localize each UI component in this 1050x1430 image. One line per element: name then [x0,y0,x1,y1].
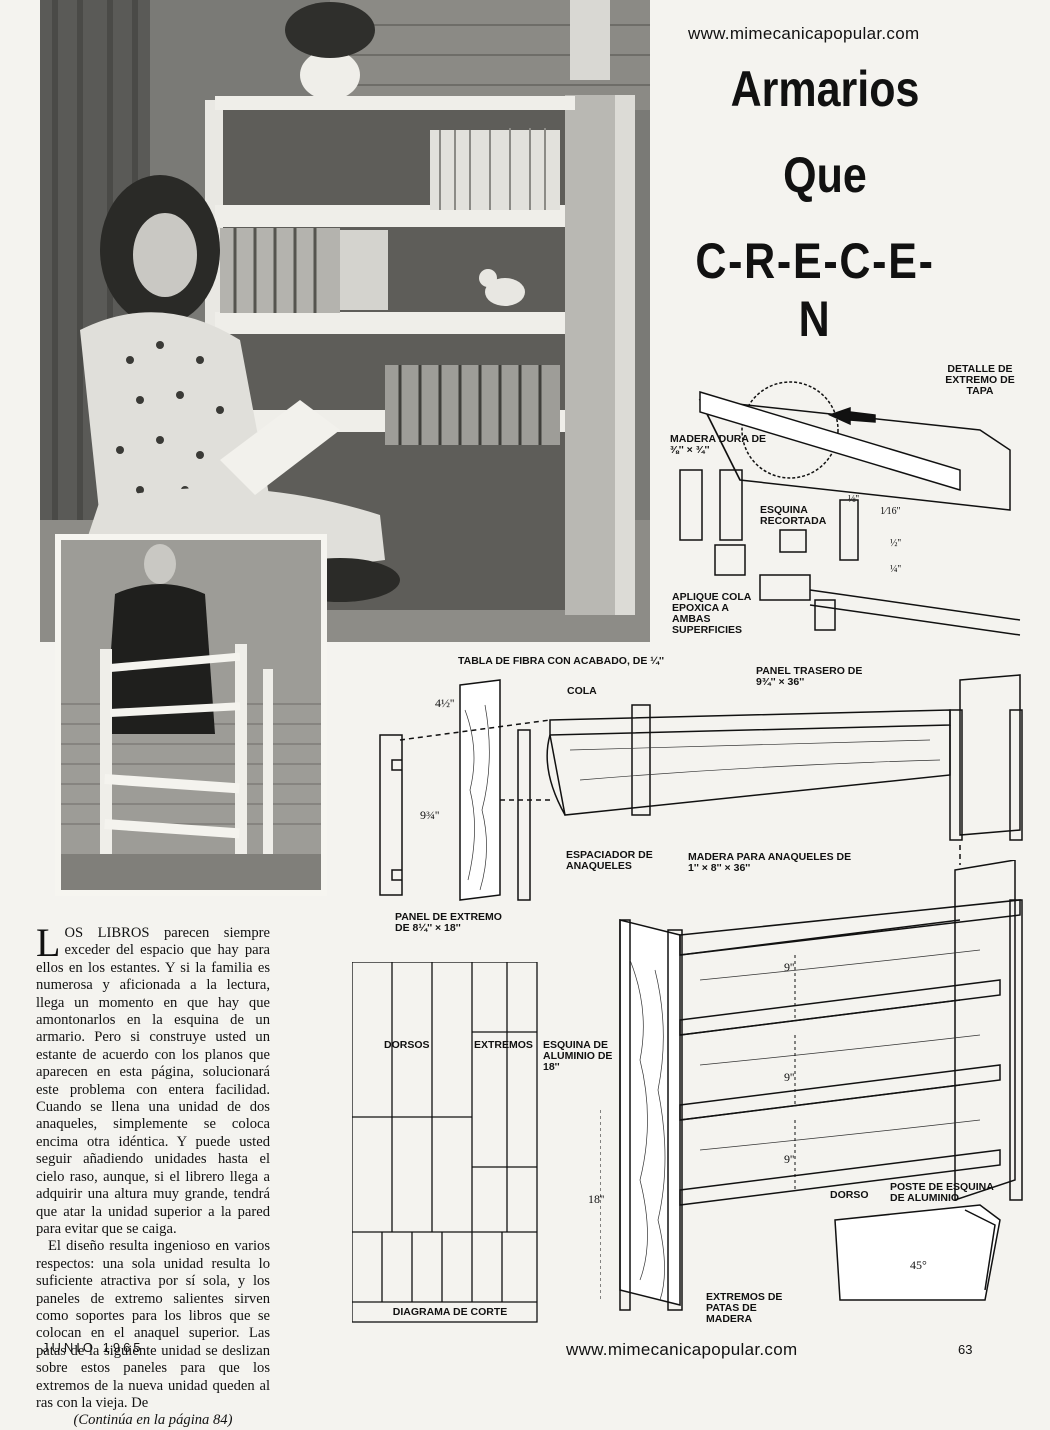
source-url-top[interactable]: www.mimecanicapopular.com [688,24,920,43]
title-line-3: C-R-E-C-E-N [695,233,935,347]
label-cola: COLA [567,685,597,697]
dim-9-3-4: 9¾'' [420,808,440,822]
title-line-2: Que [783,147,867,203]
label-espaciador: ESPACIADOR DE ANAQUELES [566,849,653,872]
title-line-1: Armarios [730,61,920,117]
label-dorsos: DORSOS [384,1039,430,1051]
bookcase-photo [40,0,650,642]
issue-date: JUNIO 1965 [42,1340,144,1355]
dim-sixteenth: 1⁄16'' [880,506,901,517]
cutting-diagram [352,962,542,1324]
dim-eighth: ⅛'' [848,494,860,505]
label-esquina-aluminio: ESQUINA DE ALUMINIO DE 18'' [543,1039,613,1073]
label-dorso: DORSO [830,1189,869,1201]
source-url-bottom[interactable]: www.mimecanicapopular.com [566,1340,798,1359]
label-panel-trasero: PANEL TRASERO DE 9¾'' × 36'' [756,665,863,688]
drop-cap: L [36,920,61,965]
exploded-assembly-drawing [370,650,1040,1020]
dim-9-middle: 9'' [784,1070,795,1084]
article-paragraph-2: El diseño resulta ingenioso en varios re… [36,1238,270,1411]
label-madera-dura: MADERA DURA DE ⅜'' × ¾'' [670,433,767,456]
page-number: 63 [958,1342,973,1357]
dim-quarter: ¼'' [890,564,902,575]
cutting-diagram-caption: DIAGRAMA DE CORTE [392,1306,508,1318]
dim-45-degrees: 45° [910,1258,927,1272]
label-aplique-cola: APLIQUE COLA EPOXICA A AMBAS SUPERFICIES [672,591,751,636]
dim-9-top: 9'' [784,960,795,974]
dim-half: ½'' [890,538,902,549]
label-poste-esquina: POSTE DE ESQUINA DE ALUMINIO [890,1181,994,1204]
label-madera-anaqueles: MADERA PARA ANAQUELES DE 1'' × 8'' × 36'… [688,851,852,874]
label-esquina-recortada: ESQUINA RECORTADA [760,504,827,527]
label-extremos-patas: EXTREMOS DE PATAS DE MADERA [706,1291,783,1325]
dim-4-half: 4½'' [435,696,455,710]
dim-9-bottom: 9'' [784,1152,795,1166]
label-tabla-fibra: TABLA DE FIBRA CON ACABADO, DE ¼'' [458,655,665,667]
dim-18: 18'' [588,1192,605,1206]
label-detalle-extremo: DETALLE DE EXTREMO DE TAPA [945,363,1015,397]
assembled-bookcase-drawing [600,860,1030,1320]
continued-note: (Continúa en la página 84) [73,1412,233,1429]
end-cap-detail-drawing [660,360,1030,650]
assembly-photo [55,534,327,896]
label-extremos: EXTREMOS [474,1039,533,1051]
label-panel-extremo: PANEL DE EXTREMO DE 8¼'' × 18'' [395,911,502,934]
